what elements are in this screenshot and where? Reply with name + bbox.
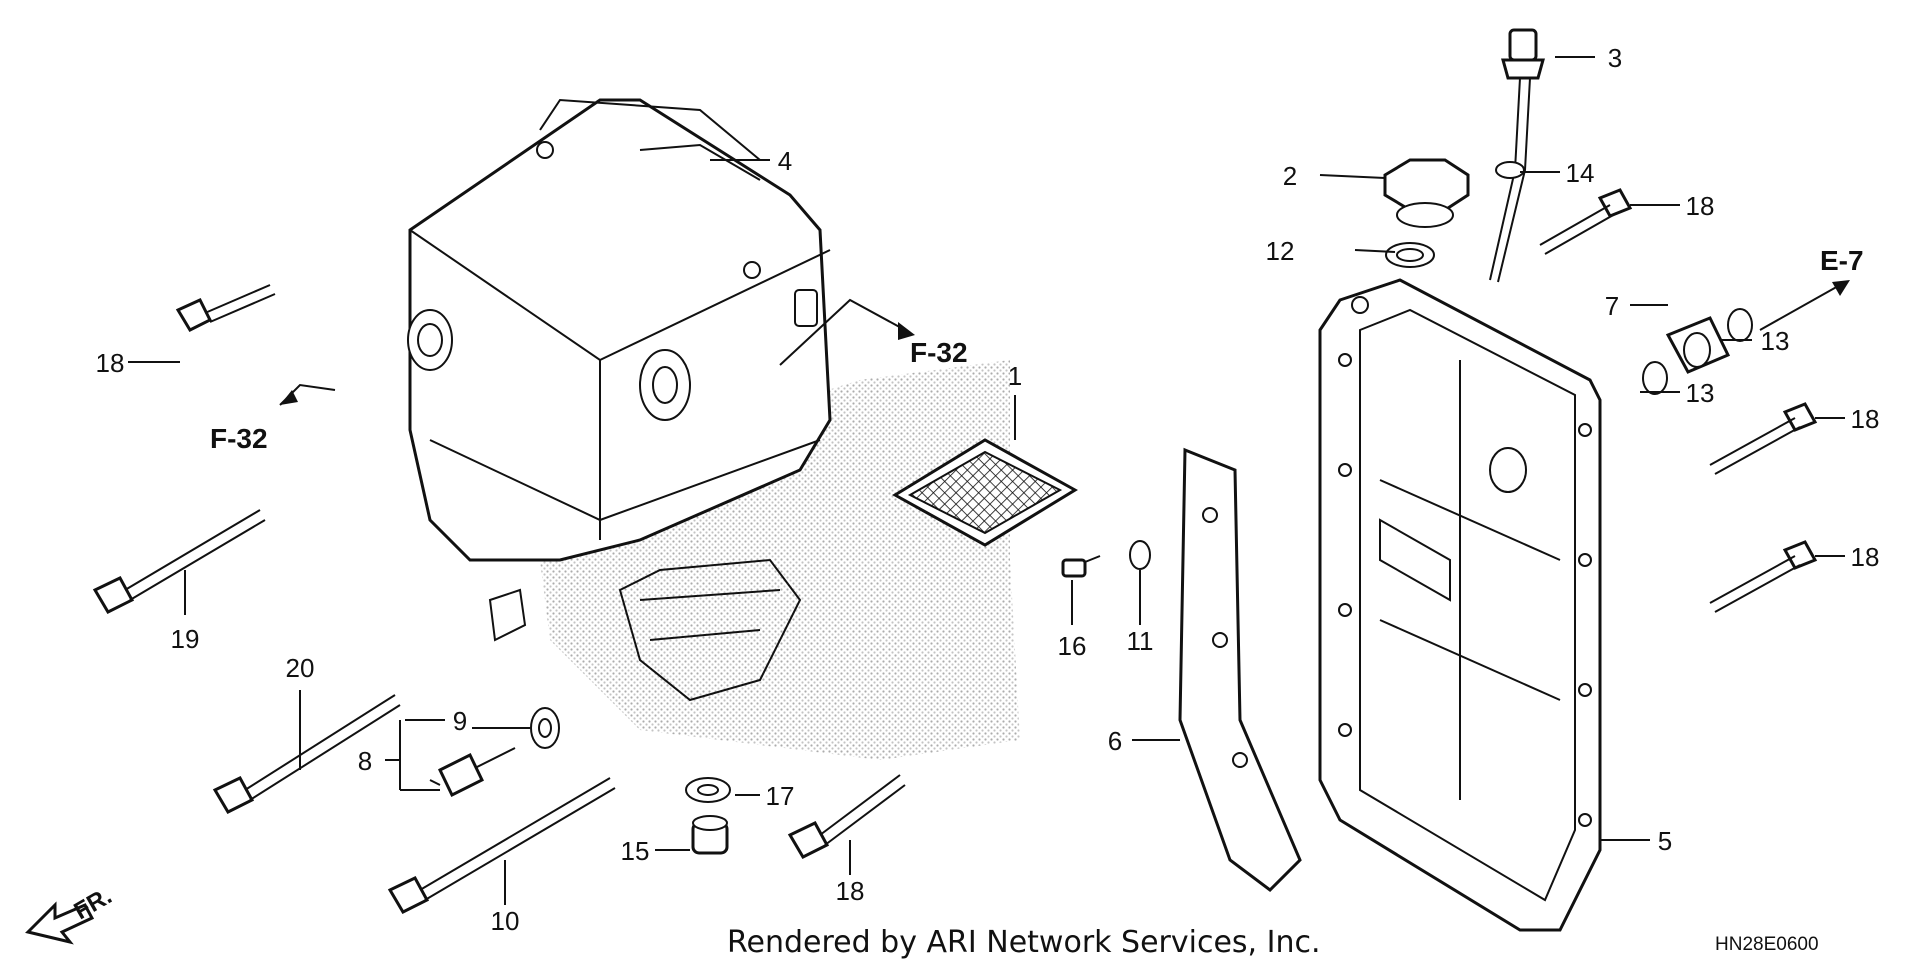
gasket [1178,447,1302,892]
ref-f32-left: F-32 [210,423,268,454]
front-arrow [25,901,95,945]
callout-9: 9 [453,706,467,736]
oil-pan [407,98,832,702]
washer-11 [1129,540,1151,570]
rendered-by-credit: Rendered by ARI Network Services, Inc. [727,925,1321,959]
o-ring-upper [1727,308,1753,342]
callout-18-left: 18 [96,348,125,378]
screw-16 [1061,555,1101,578]
bolt-18-top-right [1539,188,1633,255]
callout-13-lower: 13 [1686,378,1715,408]
callout-2: 2 [1283,161,1297,191]
callout-12: 12 [1266,236,1295,266]
bolt-19 [92,509,266,614]
strainer-screen [892,438,1078,547]
callout-10: 10 [491,906,520,936]
callout-18-bottom: 18 [836,876,865,906]
callout-6: 6 [1108,726,1122,756]
oil-level-switch [429,747,516,798]
callout-3: 3 [1608,43,1622,73]
callout-17: 17 [766,781,795,811]
leader-lines [128,56,1845,905]
o-ring-lower [1642,361,1668,395]
callout-7: 7 [1605,291,1619,321]
bolt-18-left [175,284,276,332]
reference-arrows [25,280,1850,945]
oil-case-cover [1318,278,1602,932]
callout-8: 8 [358,746,372,776]
callout-4: 4 [778,146,792,176]
callout-18-top-right: 18 [1686,191,1715,221]
callout-18-lower-right: 18 [1851,542,1880,572]
dipstick-o-ring [1495,161,1525,179]
callout-1: 1 [1008,361,1022,391]
callout-16: 16 [1058,631,1087,661]
callout-19: 19 [171,624,200,654]
callout-14: 14 [1566,158,1595,188]
oil-filler-cap [1383,158,1470,228]
watermark-shading [540,360,1020,760]
bolt-18-mid-right [1709,402,1818,475]
dipstick [1489,28,1545,283]
callout-20: 20 [286,653,315,683]
callout-11: 11 [1127,626,1154,656]
seal [1665,316,1731,374]
bolt-10 [387,777,616,914]
drain-plug [691,815,729,855]
callout-13-upper: 13 [1761,326,1790,356]
callout-15: 15 [621,836,650,866]
diagram-code: HN28E0600 [1715,934,1819,955]
callout-18-mid-right: 18 [1851,404,1880,434]
bolt-20 [212,694,401,814]
ref-e7: E-7 [1820,245,1864,276]
bolt-18-bottom [787,774,906,859]
ref-f32-right: F-32 [910,337,968,368]
bolt-18-lower-right [1709,540,1818,613]
callout-5: 5 [1658,826,1672,856]
